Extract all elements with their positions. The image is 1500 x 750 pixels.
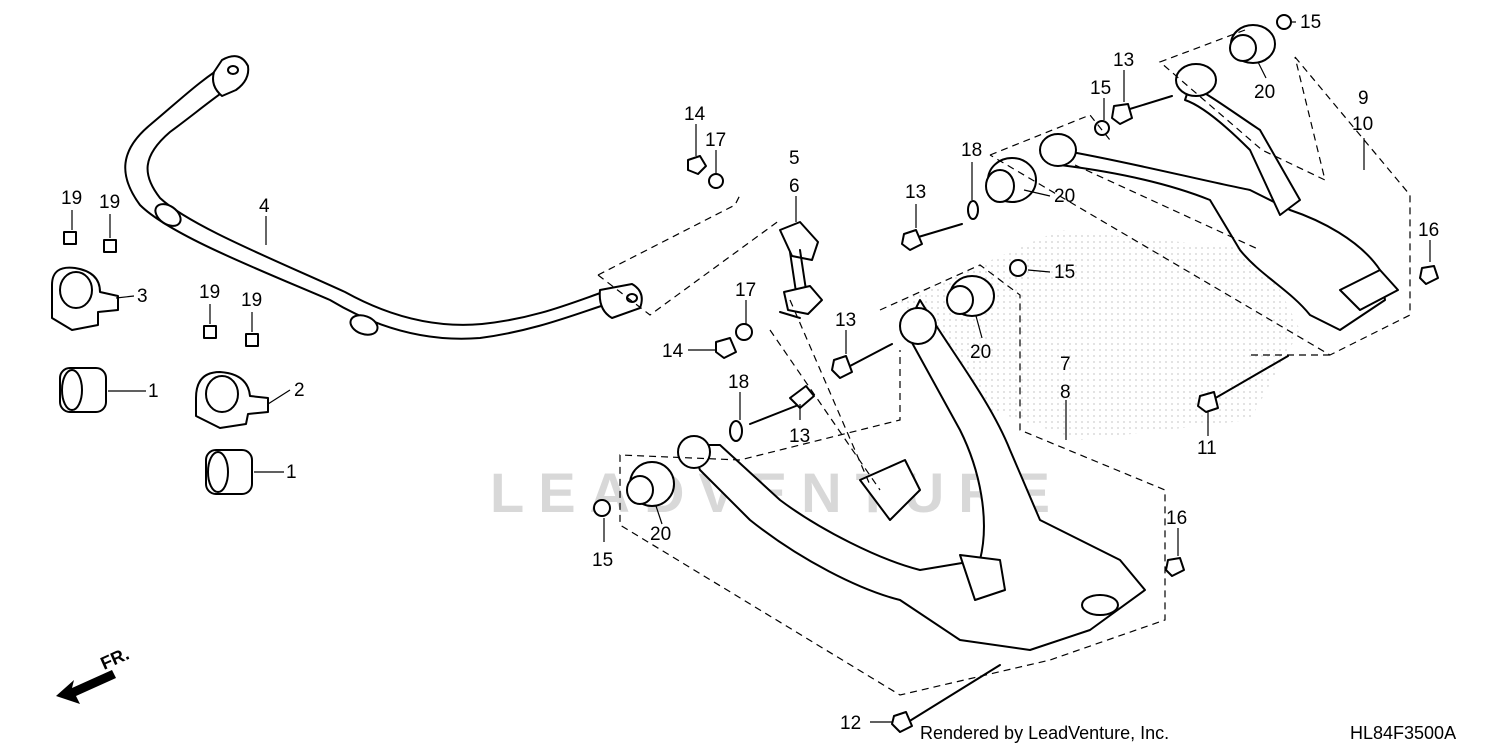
callout-9: 9 bbox=[1358, 88, 1369, 109]
callout-7: 7 bbox=[1060, 354, 1071, 375]
callout-6: 6 bbox=[789, 176, 800, 197]
front-label: FR. bbox=[97, 644, 132, 674]
callout-15-c: 15 bbox=[1054, 262, 1075, 283]
stabilizer-holder-3[interactable] bbox=[51, 266, 119, 331]
callout-4: 4 bbox=[259, 196, 270, 217]
callout-13-c: 13 bbox=[905, 182, 926, 203]
callout-13-b: 13 bbox=[789, 426, 810, 447]
lower-arm-bushings[interactable] bbox=[626, 275, 995, 507]
assembly-dashed-lines bbox=[597, 29, 1411, 696]
bolts[interactable] bbox=[593, 14, 1439, 733]
rendered-by-caption: Rendered by LeadVenture, Inc. bbox=[920, 723, 1169, 743]
callout-numbers: 4 19 19 19 19 3 1 2 1 14 17 5 6 17 14 18… bbox=[61, 12, 1439, 734]
callout-11: 11 bbox=[1197, 438, 1217, 459]
callout-8: 8 bbox=[1060, 382, 1071, 403]
nut-group-14-17[interactable] bbox=[687, 155, 753, 359]
stabilizer-bushing-1b[interactable] bbox=[205, 449, 253, 495]
callout-20-c: 20 bbox=[970, 342, 991, 363]
stabilizer-holder-2[interactable] bbox=[195, 371, 269, 429]
stabilizer-bushing-1a[interactable] bbox=[59, 367, 107, 413]
callout-5: 5 bbox=[789, 148, 800, 169]
callout-14-b: 14 bbox=[662, 341, 684, 362]
callout-14-a: 14 bbox=[684, 104, 706, 125]
callout-19-d: 19 bbox=[241, 290, 262, 311]
diagram-code: HL84F3500A bbox=[1350, 723, 1456, 743]
callout-15-b: 15 bbox=[1300, 12, 1321, 33]
callout-18-b: 18 bbox=[961, 140, 982, 161]
front-direction-arrow: FR. bbox=[56, 644, 132, 704]
callout-1-b: 1 bbox=[286, 462, 297, 483]
callout-19-a: 19 bbox=[61, 188, 82, 209]
callout-3: 3 bbox=[137, 286, 148, 307]
callout-20-a: 20 bbox=[1054, 186, 1075, 207]
callout-15-d: 15 bbox=[592, 550, 613, 571]
leader-lines bbox=[71, 21, 1431, 723]
callout-16-b: 16 bbox=[1166, 508, 1187, 529]
callout-13-a: 13 bbox=[835, 310, 856, 331]
callout-19-b: 19 bbox=[99, 192, 120, 213]
callout-13-d: 13 bbox=[1113, 50, 1134, 71]
callout-1-a: 1 bbox=[148, 381, 159, 402]
callout-12: 12 bbox=[840, 713, 861, 734]
callout-19-c: 19 bbox=[199, 282, 220, 303]
callout-17-b: 17 bbox=[735, 280, 756, 301]
callout-20-d: 20 bbox=[650, 524, 671, 545]
callout-20-b: 20 bbox=[1254, 82, 1275, 103]
stabilizer-link[interactable] bbox=[779, 221, 823, 319]
callout-10: 10 bbox=[1352, 114, 1373, 135]
upper-arm-bushings[interactable] bbox=[985, 24, 1276, 203]
callout-15-a: 15 bbox=[1090, 78, 1111, 99]
callout-18-a: 18 bbox=[728, 372, 749, 393]
callout-17-a: 17 bbox=[705, 130, 726, 151]
bolt-19-group[interactable] bbox=[63, 231, 259, 347]
stabilizer-bar[interactable] bbox=[124, 55, 643, 340]
upper-arm[interactable] bbox=[1039, 63, 1399, 331]
callout-16-a: 16 bbox=[1418, 220, 1439, 241]
lower-arm[interactable] bbox=[677, 299, 1146, 651]
callout-2: 2 bbox=[294, 380, 305, 401]
